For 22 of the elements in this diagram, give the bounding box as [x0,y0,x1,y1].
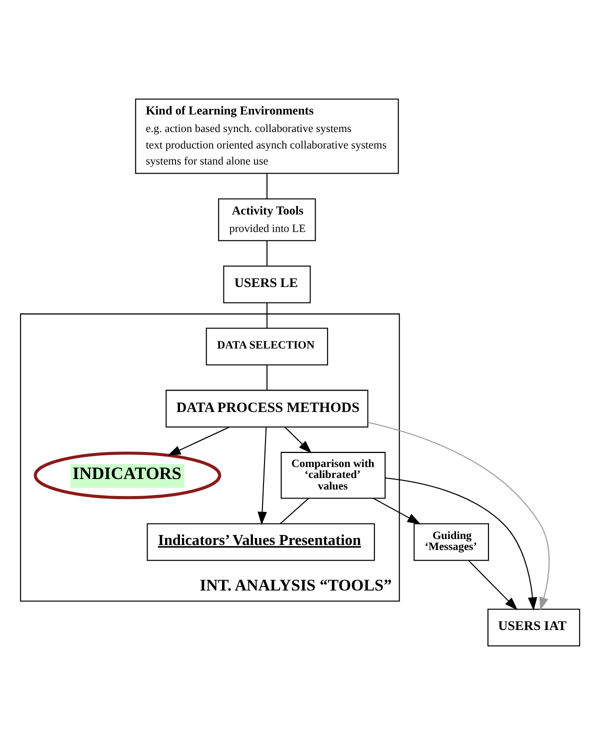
arrow [167,426,230,456]
connector [266,240,268,266]
arrow [258,426,267,525]
arrow [468,560,518,610]
arrow [385,476,538,610]
connector [266,364,268,390]
node-box: USERS IAT [487,608,580,646]
node-box: DATA PROCESS METHODS [166,389,368,427]
connector [266,173,268,198]
arrow [373,498,421,524]
node-box: DATA SELECTION [206,327,328,365]
node-box: Guiding ‘Messages’ [414,522,489,560]
node-box: Indicators’ Values Presentation [146,522,375,560]
connector [280,498,309,524]
node-box: Activity Tools provided into LE [218,198,316,241]
node-box: Comparison with ‘calibrated’ values [280,451,386,498]
node-box: USERS LE [223,265,311,303]
node-ellipse: INDICATORS [34,451,222,499]
arrow [368,421,550,610]
arrow [284,426,312,453]
connector [266,302,268,328]
node-box: Kind of Learning Environments e.g. action based synch. collaborative systems text production oriented asynch collaborative systems systems for stand alone use [135,98,399,174]
